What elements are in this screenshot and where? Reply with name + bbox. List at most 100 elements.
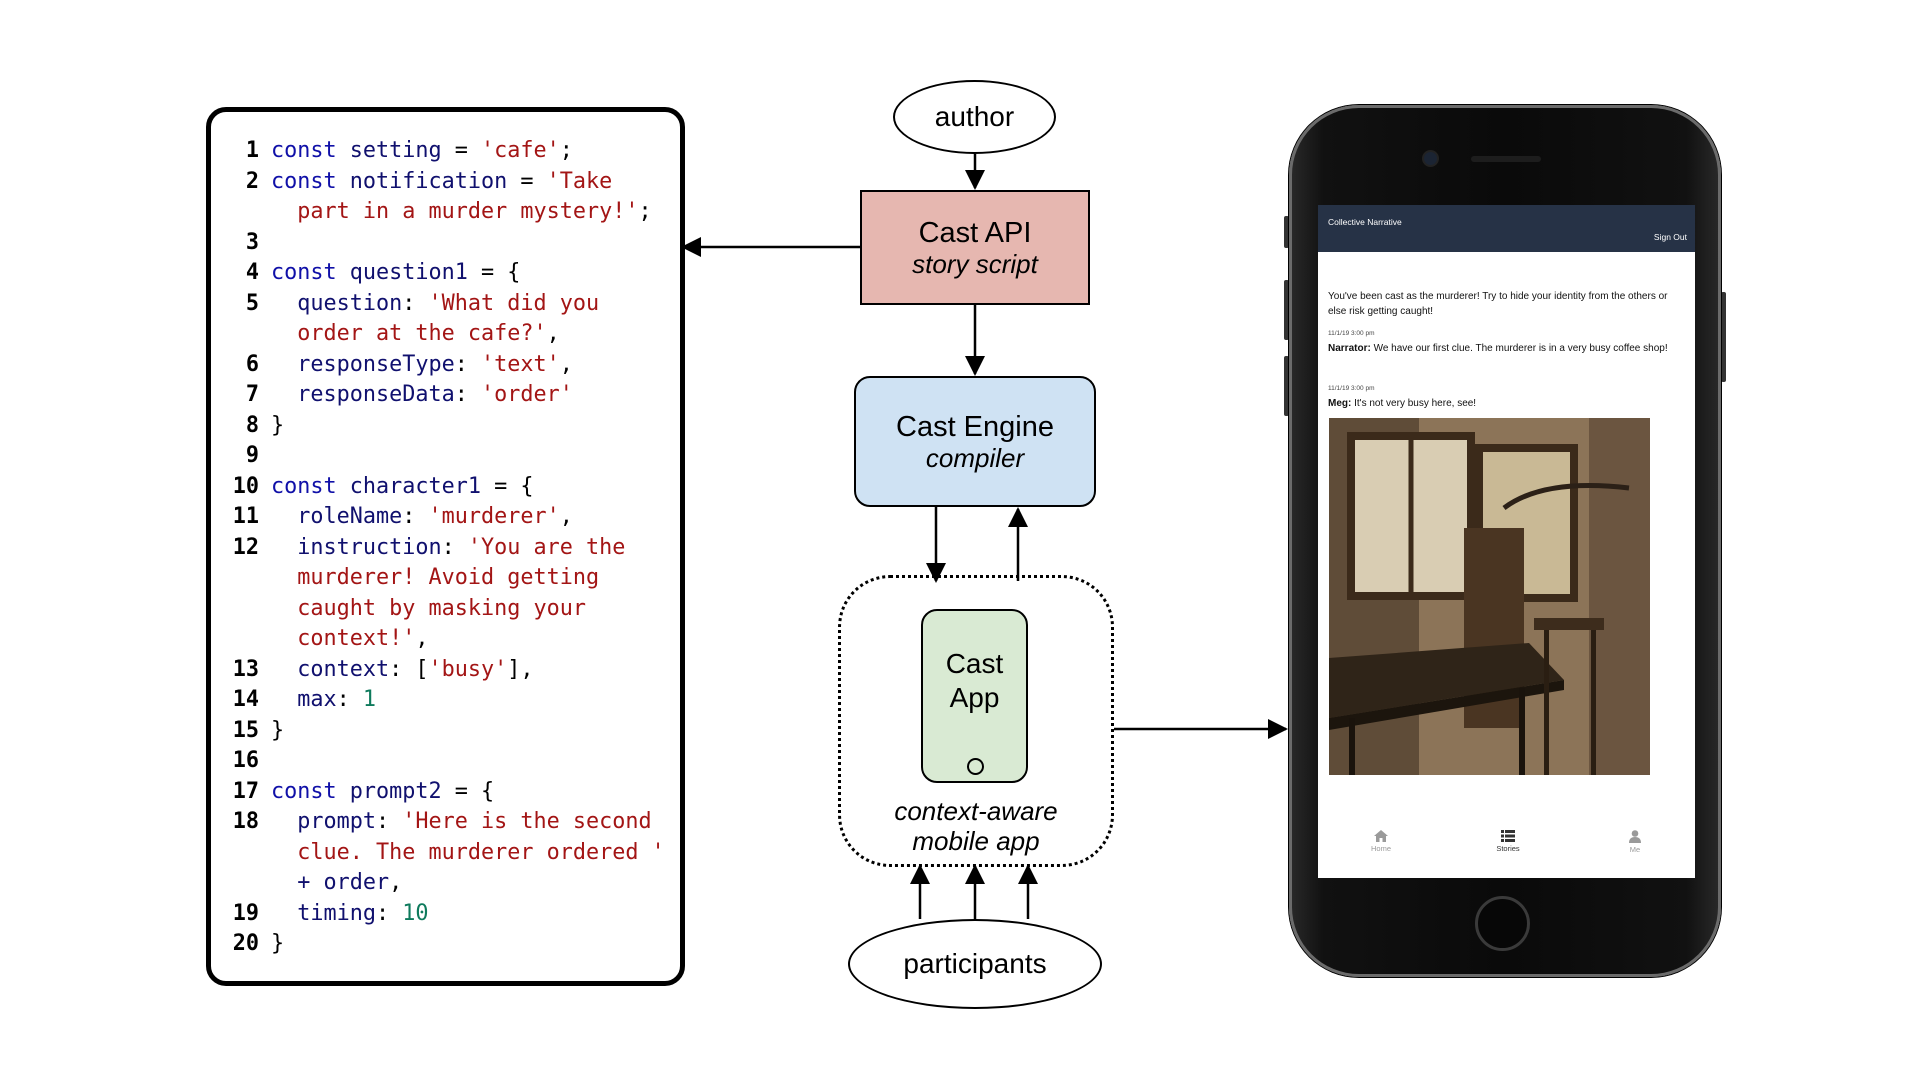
code-token: context — [271, 656, 390, 682]
code-line: 16 — [211, 746, 680, 777]
code-text: const prompt2 = { — [271, 777, 494, 808]
participants-node: participants — [848, 919, 1102, 1009]
code-token: const — [271, 260, 350, 285]
code-line: 17 const prompt2 = { — [211, 777, 680, 808]
phone-volume-up — [1284, 280, 1289, 340]
code-line: 19 timing: 10 — [211, 899, 680, 930]
code-line: 8} — [211, 411, 680, 442]
author-label: author — [934, 101, 1015, 132]
code-text: prompt: 'Here is the second — [271, 807, 652, 838]
line-number: 13 — [232, 656, 259, 682]
code-text: part in a murder mystery!'; — [271, 197, 651, 228]
code-token: order at the cafe?' — [271, 321, 547, 346]
code-token: , — [559, 504, 573, 529]
code-text: } — [271, 716, 284, 747]
code-text: clue. The murderer ordered ' — [271, 838, 665, 869]
message-item: Meg: It's not very busy here, see! — [1328, 396, 1673, 411]
message-speaker: Narrator: — [1328, 343, 1371, 354]
code-token: = — [441, 138, 481, 163]
home-icon — [1374, 830, 1388, 842]
line-number: 6 — [245, 351, 259, 377]
code-text: murderer! Avoid getting — [271, 563, 599, 594]
code-token: 'cafe' — [481, 138, 560, 163]
code-token: + order — [271, 870, 390, 895]
code-text: instruction: 'You are the — [271, 533, 625, 564]
code-line: 20} — [211, 929, 680, 960]
code-token: murderer! Avoid getting — [271, 565, 600, 590]
code-line: 5 question: 'What did you — [211, 289, 680, 320]
line-number: 17 — [232, 778, 259, 804]
code-token: responseType — [271, 351, 455, 377]
code-token: question1 — [349, 260, 468, 285]
code-token: : — [454, 351, 481, 377]
code-line: 6 responseType: 'text', — [211, 350, 680, 381]
code-token: const — [271, 168, 350, 194]
tab-home[interactable]: Home — [1351, 830, 1411, 853]
code-line: murderer! Avoid getting — [211, 563, 680, 594]
code-text: question: 'What did you — [271, 289, 599, 320]
device-home-button-icon — [967, 758, 984, 775]
code-token: = { — [441, 778, 495, 804]
code-line: 14 max: 1 — [211, 685, 680, 716]
line-number: 15 — [232, 717, 259, 743]
author-node: author — [893, 80, 1056, 154]
code-token: caught by masking your — [271, 595, 586, 621]
code-token: 'What did you — [428, 290, 600, 316]
phone-screen: Collective Narrative Sign Out You've bee… — [1318, 205, 1695, 878]
code-token: 'Here is the second — [402, 809, 652, 834]
message-text: It's not very busy here, see! — [1351, 398, 1477, 409]
code-token: responseData — [271, 382, 455, 407]
code-text: context!', — [271, 624, 428, 655]
line-number: 10 — [232, 473, 259, 499]
cast-engine-subtitle: compiler — [925, 442, 1025, 473]
line-number: 1 — [245, 138, 259, 163]
code-token: : — [402, 290, 429, 316]
bottom-tab-bar: Home Stories Me — [1318, 830, 1695, 870]
line-number: 4 — [245, 260, 259, 285]
phone-mute-switch — [1284, 216, 1289, 248]
code-line: part in a murder mystery!'; — [211, 197, 680, 228]
line-number: 18 — [232, 809, 259, 834]
sign-out-link[interactable]: Sign Out — [1653, 232, 1687, 242]
cast-engine-title: Cast Engine — [896, 410, 1054, 443]
line-number: 11 — [232, 504, 259, 529]
mobile-app-caption: context-aware mobile app — [894, 796, 1058, 856]
line-number: 14 — [232, 687, 259, 712]
line-number: 8 — [245, 412, 259, 438]
phone-home-button[interactable] — [1475, 896, 1530, 951]
code-line: clue. The murderer ordered ' — [211, 838, 680, 869]
code-token: setting — [349, 138, 442, 163]
code-token: notification — [349, 168, 508, 194]
phone-earpiece — [1471, 156, 1541, 162]
code-line: 12 instruction: 'You are the — [211, 533, 680, 564]
cast-api-node: Cast API story script — [860, 190, 1090, 305]
tab-stories[interactable]: Stories — [1478, 830, 1538, 853]
phone-power-button — [1721, 292, 1726, 382]
code-token: } — [271, 717, 285, 743]
message-text: We have our first clue. The murderer is … — [1370, 343, 1668, 354]
code-token: clue. The murderer ordered ' — [271, 839, 665, 865]
code-text: context: ['busy'], — [271, 655, 533, 686]
app-header: Collective Narrative Sign Out — [1318, 205, 1695, 252]
cast-api-title: Cast API — [918, 216, 1032, 249]
tab-me[interactable]: Me — [1605, 830, 1665, 854]
line-number: 12 — [232, 534, 259, 560]
tab-me-label: Me — [1629, 845, 1641, 854]
code-line: 7 responseData: 'order' — [211, 380, 680, 411]
code-text: responseType: 'text', — [271, 350, 573, 381]
participants-label: participants — [903, 948, 1047, 979]
code-token: 'busy' — [428, 656, 508, 682]
line-number: 5 — [245, 290, 259, 316]
line-number: 19 — [232, 900, 259, 926]
code-token: roleName — [271, 504, 403, 529]
code-text: max: 1 — [271, 685, 376, 716]
code-token: prompt — [271, 809, 376, 834]
code-text: const notification = 'Take — [271, 167, 612, 198]
phone-volume-down — [1284, 356, 1289, 416]
code-text: } — [271, 929, 284, 960]
app-title: Collective Narrative — [1328, 217, 1402, 227]
code-token: 'Take — [546, 168, 613, 194]
